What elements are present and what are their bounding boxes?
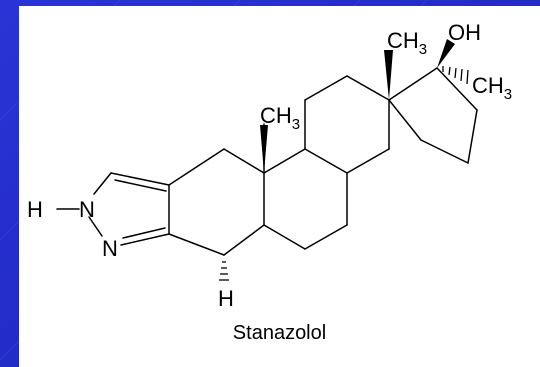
bond (420, 139, 469, 164)
bond (304, 148, 348, 174)
bond (436, 67, 478, 111)
bond (467, 109, 478, 164)
bond (168, 148, 225, 186)
atom-label-ch3-c17: CH3 (472, 73, 512, 103)
atom-label-oh: OH (448, 20, 481, 45)
molecule-name-caption: Stanazolol (232, 322, 327, 344)
bond (304, 75, 348, 101)
atom-label-ch3-c10: CH3 (260, 103, 300, 133)
atom-label-n2: N (102, 236, 118, 261)
atom-label-n1: N (79, 197, 95, 222)
hashed-bond (442, 66, 469, 85)
bond (388, 67, 438, 101)
white-content-panel: CH3 OH CH3 CH3 H N N H Stanazolol (19, 6, 540, 367)
bond (223, 224, 265, 256)
hashed-bond (219, 261, 229, 281)
bond (110, 172, 170, 186)
bond (122, 227, 166, 239)
atom-label-h-c5: H (218, 286, 234, 311)
bond (263, 224, 306, 250)
bond (388, 99, 422, 141)
atom-label-ch3-c13: CH3 (387, 28, 427, 58)
bond (88, 216, 103, 237)
wedge-bond (260, 125, 268, 173)
bond (346, 148, 390, 174)
atom-label-h-n: H (27, 197, 43, 222)
wedge-bond (384, 50, 393, 100)
bond (120, 233, 170, 246)
bond (263, 148, 306, 174)
bond (168, 233, 225, 256)
wedge-bond (437, 39, 455, 68)
stanazolol-structure: CH3 OH CH3 CH3 H N N H (27, 20, 512, 311)
bond (223, 148, 265, 174)
bond (93, 172, 112, 195)
bond (304, 224, 348, 250)
bond (346, 75, 390, 101)
bond (114, 179, 167, 192)
